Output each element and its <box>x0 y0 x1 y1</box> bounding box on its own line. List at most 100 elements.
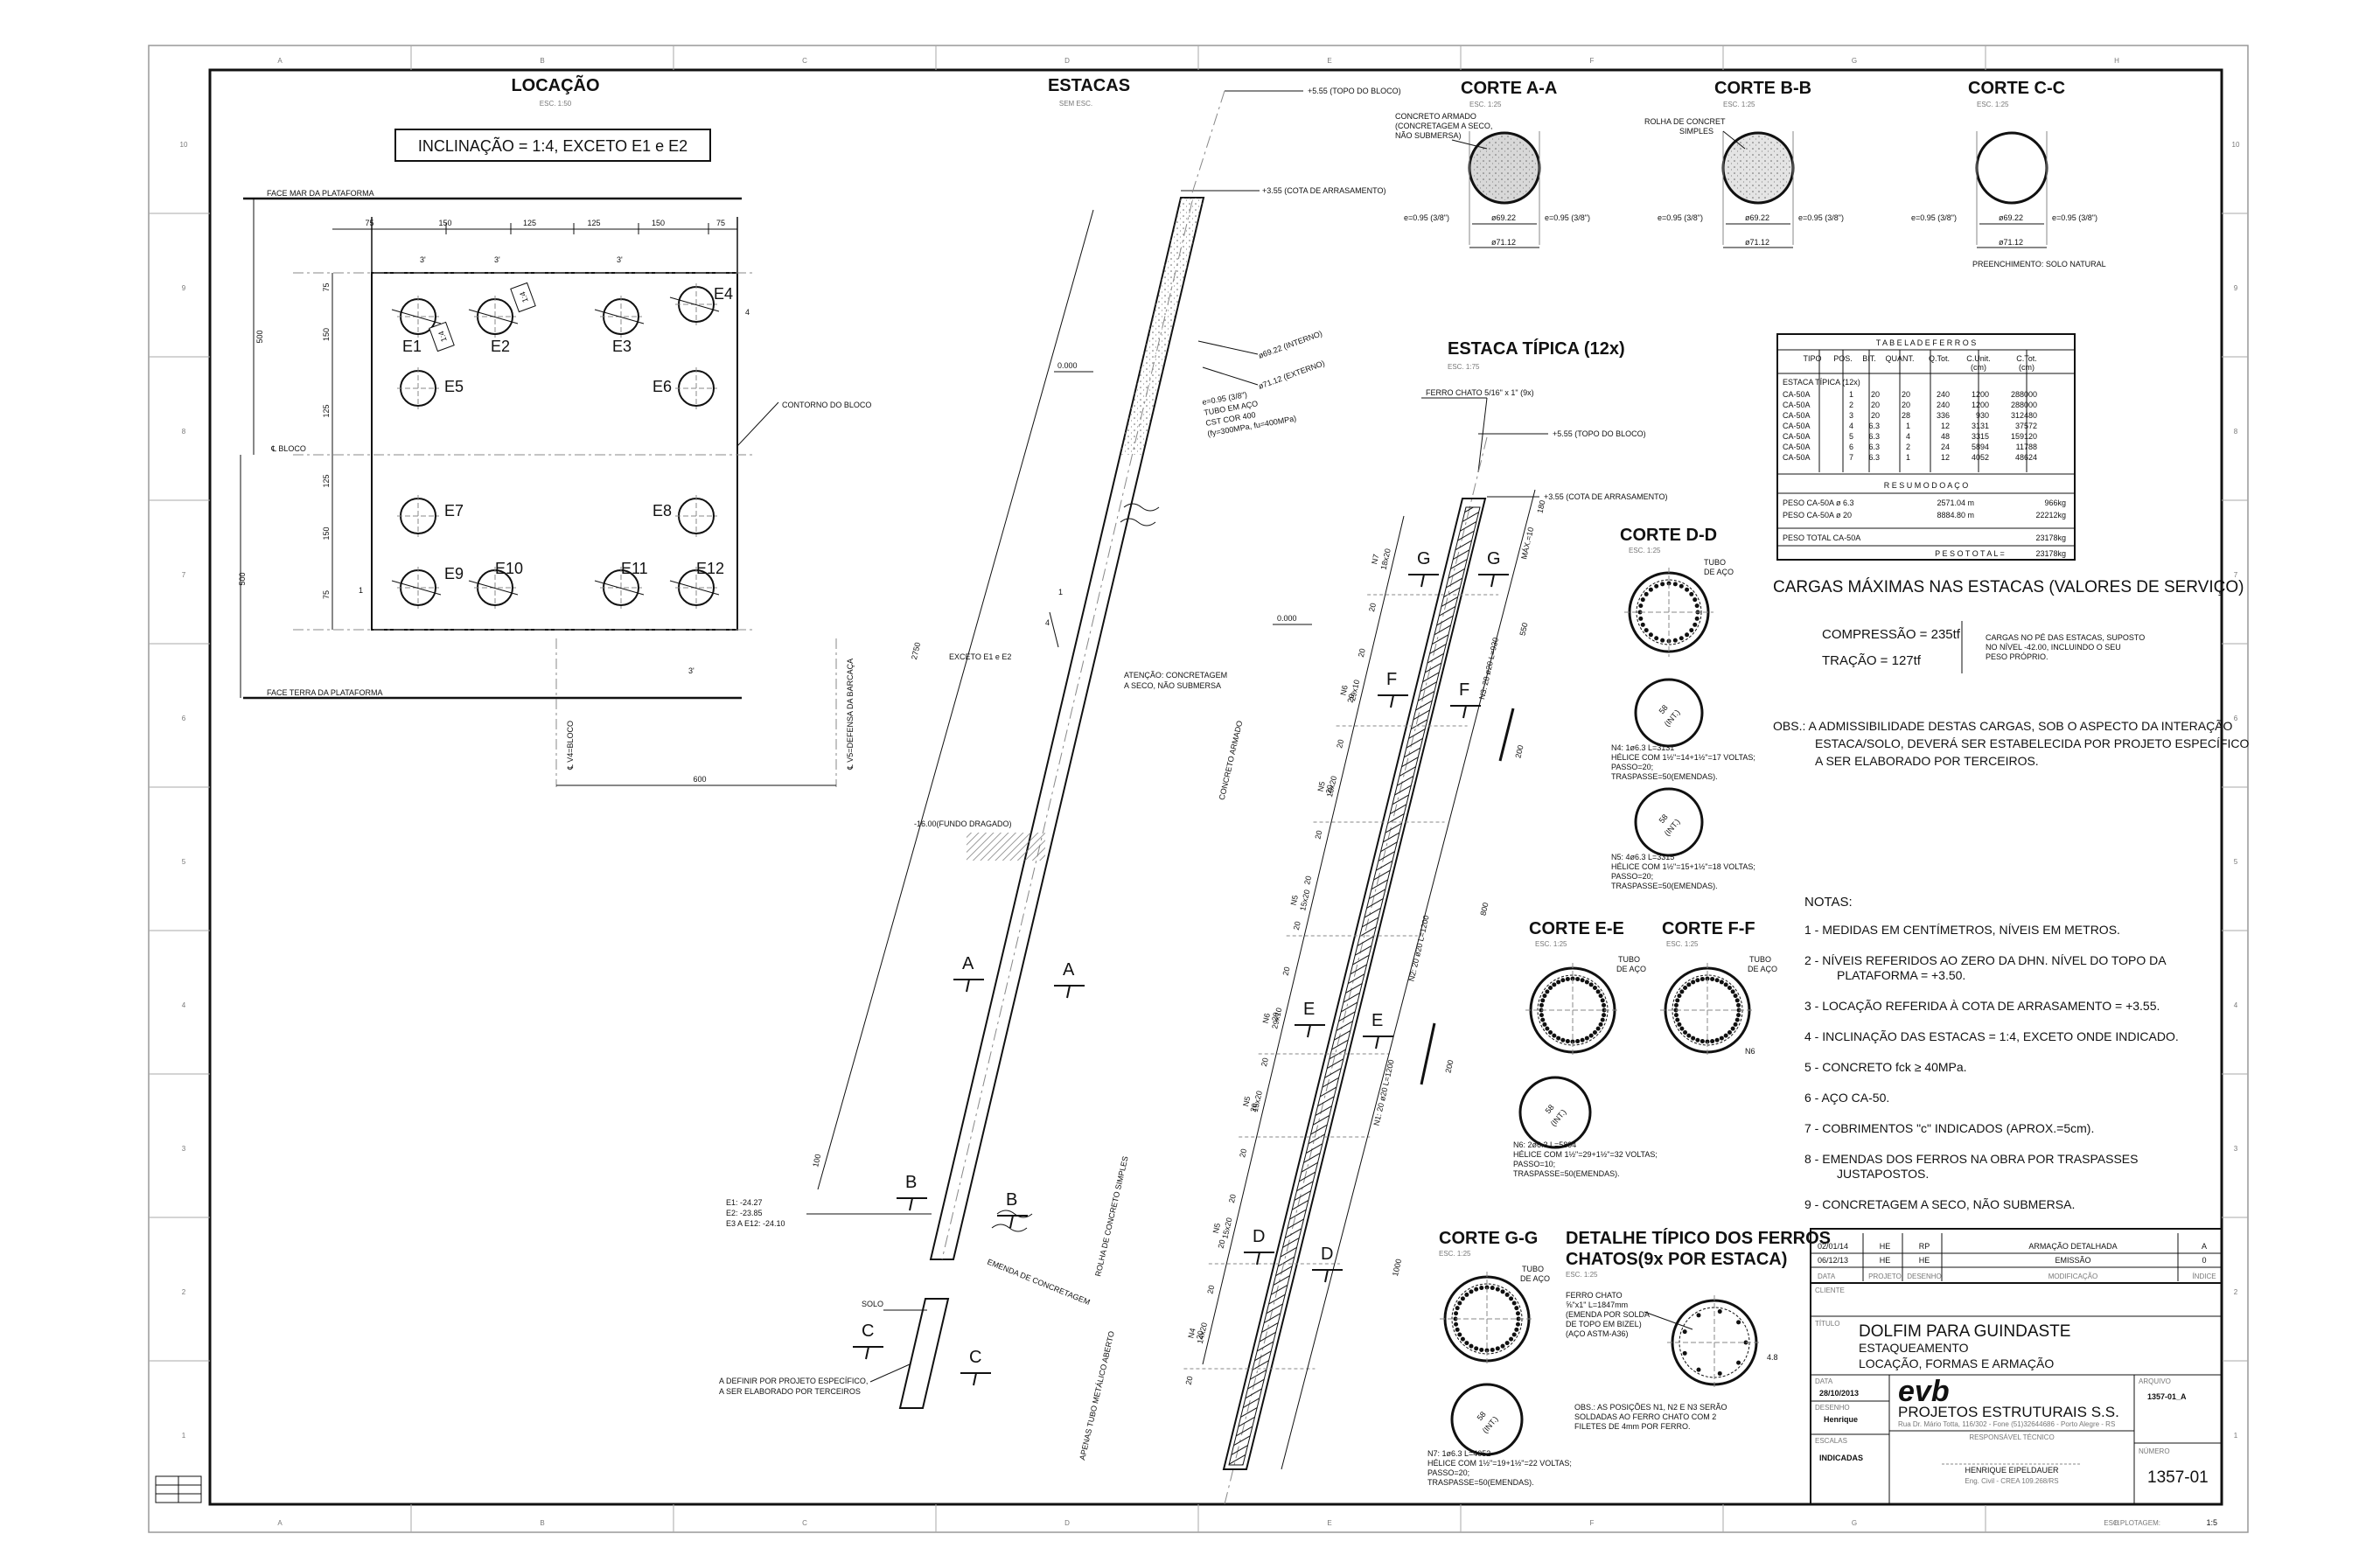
ring-bar <box>1694 603 1700 609</box>
tip-twenty: 20 <box>1302 875 1313 885</box>
incl-text: 1:4 <box>518 290 530 303</box>
ring-bar <box>1514 1327 1519 1332</box>
table-cell: CA-50A <box>1783 443 1811 451</box>
tip-mark-arrow <box>1490 574 1495 588</box>
inclination-note: INCLINAÇÃO = 1:4, EXCETO E1 e E2 <box>418 136 687 155</box>
revision-cell: HE <box>1919 1256 1930 1265</box>
table-cell: 6 <box>1849 443 1853 451</box>
revision-cell: 0 <box>2202 1256 2206 1265</box>
spacing-count: 15x20 <box>1298 889 1311 911</box>
pile-bottom-segment <box>898 1298 950 1409</box>
spec-line: FERRO CHATO <box>1566 1291 1623 1300</box>
ferro-chato-leader-2 <box>1477 397 1488 473</box>
ring-bar <box>1490 1347 1495 1352</box>
pile-slope-line <box>468 309 519 324</box>
revision-header: DATA <box>1818 1273 1836 1280</box>
estacas-title: ESTACAS <box>1048 76 1130 95</box>
ring-bar <box>1495 1346 1500 1351</box>
outer-border <box>148 45 2249 1533</box>
table-cell: 24 <box>1941 443 1950 451</box>
cargas-nota-line: CARGAS NO PÉ DAS ESTACAS, SUPOSTO <box>1986 633 2145 642</box>
atencao-line: ATENÇÃO: CONCRETAGEM <box>1124 671 1227 680</box>
ring-bar <box>1540 1017 1546 1022</box>
interno-label: ø69.22 (INTERNO) <box>1257 329 1323 360</box>
dim-top-1: 150 <box>438 219 451 227</box>
topo-bloco-label: +5.55 (TOPO DO BLOCO) <box>1308 87 1401 95</box>
ring-bar <box>1696 1367 1701 1372</box>
ring-bar <box>1717 1370 1722 1376</box>
table-cell: CA-50A <box>1783 453 1811 462</box>
spacing-pos: N6 <box>1261 1013 1272 1024</box>
tip-dim: 180 <box>1536 499 1547 514</box>
responsavel-crea: Eng. Civil - CREA 109.268/RS <box>1965 1477 2058 1485</box>
pile-slope-line <box>391 580 442 596</box>
tip-mark-arrow <box>1390 694 1394 708</box>
revision-header: MODIFICAÇÃO <box>2048 1273 2097 1280</box>
plot-value: 1:5 <box>2206 1518 2217 1527</box>
corte-scale: ESC. 1:25 <box>1977 101 2009 108</box>
corte-d-in: ø69.22 <box>1999 213 2023 222</box>
dim-top-2: 125 <box>523 219 536 227</box>
corte-ee-title: CORTE E-E <box>1529 919 1624 938</box>
pile-label: E9 <box>444 565 464 582</box>
table-cell: 6.3 <box>1868 443 1880 451</box>
ring-bar <box>1584 980 1589 985</box>
fundo-label: -16.00(FUNDO DRAGADO) <box>914 819 1012 828</box>
grid-col-top-A: A <box>277 57 283 65</box>
notes-block: NOTAS: 1 - MEDIDAS EM CENTÍMETROS, NÍVEI… <box>1804 895 2179 1211</box>
ring-bar <box>1509 1296 1514 1301</box>
corte-d-in: ø69.22 <box>1491 213 1516 222</box>
tubo-aberto-label: APENAS TUBO METÁLICO ABERTO <box>1078 1330 1116 1461</box>
tip-mark-e: E <box>1363 1011 1393 1049</box>
table-cell: 930 <box>1976 411 1989 420</box>
incl-box-e2: 1:4 <box>510 282 536 313</box>
ring-bar <box>1454 1311 1459 1316</box>
ff-tubo-2: DE AÇO <box>1748 965 1777 973</box>
spec-line: TRASPASSE=50(EMENDAS). <box>1427 1478 1534 1487</box>
grid-row-left-5: 5 <box>182 858 186 866</box>
ferro-chato-label: FERRO CHATO 5/16" x 1" (9x) <box>1426 388 1534 397</box>
excecao-slope <box>1049 611 1059 648</box>
incl-e9-mark: 1 <box>359 586 363 595</box>
section-mark-letter: B <box>1006 1190 1017 1210</box>
ring-bar <box>1700 1039 1705 1044</box>
detalhe-ring <box>1667 1295 1762 1390</box>
section-mark-letter: A <box>1063 960 1075 980</box>
tip-twenty: 20 <box>1227 1193 1238 1203</box>
tip-twenty: 20 <box>1270 1011 1281 1022</box>
notas-title: NOTAS: <box>1804 895 1853 910</box>
pile-end-line: E3 A E12: -24.10 <box>726 1219 785 1228</box>
definir-note: A DEFINIR POR PROJETO ESPECÍFICO,A SER E… <box>719 1363 911 1396</box>
atencao-line: A SECO, NÃO SUBMERSA <box>1124 681 1221 690</box>
spacing-count: 18x20 <box>1379 547 1392 570</box>
pile-label: E6 <box>653 378 672 395</box>
grid-row-left-4: 4 <box>182 1001 186 1009</box>
revision-cell: 02/01/14 <box>1818 1242 1848 1251</box>
grid-col-bottom-F: F <box>1590 1519 1595 1527</box>
pile-e12: E12 <box>675 560 724 609</box>
ring-bar <box>1736 1360 1741 1365</box>
table-cell: 1200 <box>1972 401 1989 409</box>
dim-left-3: 125 <box>322 474 331 487</box>
table-cell: 5 <box>1849 432 1853 441</box>
ring-bar <box>1560 978 1566 983</box>
ring-bar <box>1675 998 1680 1003</box>
pile-e5: E5 <box>397 367 464 409</box>
ring-bar <box>1540 998 1546 1003</box>
dim-600: 600 <box>693 775 706 784</box>
interno-leader <box>1197 340 1259 355</box>
dim-top-0: 75 <box>365 219 373 227</box>
tip-mark-letter: D <box>1321 1245 1333 1264</box>
dd-tubo-1: TUBO <box>1704 558 1726 567</box>
face-mar-label: FACE MAR DA PLATAFORMA <box>267 189 374 198</box>
table-cell: 4 <box>1849 422 1853 430</box>
helix-circle <box>1634 678 1704 748</box>
grid-col-bottom-G: G <box>1852 1519 1857 1527</box>
section-mark-arrow <box>865 1346 869 1360</box>
